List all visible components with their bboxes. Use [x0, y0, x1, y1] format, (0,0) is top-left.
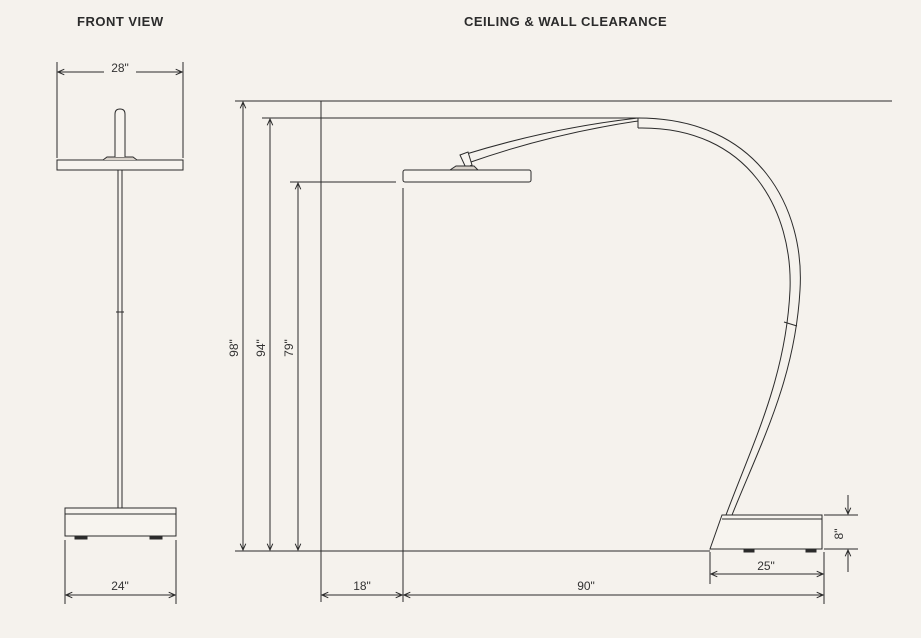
base-width-label: 24"	[111, 579, 129, 593]
base-depth-dim	[709, 552, 825, 604]
side-knuckle	[459, 151, 473, 169]
front-shade-hub	[102, 156, 138, 161]
arc-lamp	[402, 117, 823, 553]
front-shade	[56, 159, 184, 171]
side-base-foot-right	[805, 548, 817, 553]
front-base-foot-right	[149, 535, 163, 540]
front-knuckle	[114, 108, 126, 157]
shade-width-label: 28"	[111, 61, 129, 75]
front-base-top	[64, 507, 177, 515]
arc-inner	[637, 127, 791, 516]
base-height-label: 8"	[832, 529, 846, 540]
side-base-foot-left	[743, 548, 755, 553]
arm-lower	[462, 117, 639, 156]
arm-upper	[467, 120, 639, 164]
base-depth-label: 25"	[757, 559, 775, 573]
base-height-dim	[824, 495, 858, 572]
side-base	[709, 514, 823, 550]
front-view-lamp	[56, 108, 184, 540]
arc-outer	[637, 117, 801, 516]
front-base-width-dim	[64, 540, 177, 604]
arc-joint	[783, 321, 798, 327]
side-shade	[402, 169, 532, 183]
ceiling-height-label: 98"	[227, 339, 241, 357]
wall-clearance-label: 18"	[353, 579, 371, 593]
front-view-title: FRONT VIEW	[77, 14, 164, 29]
reach-label: 90"	[577, 579, 595, 593]
side-shade-hub	[448, 165, 480, 171]
clearance-title: CEILING & WALL CLEARANCE	[464, 14, 668, 29]
front-base-foot-left	[74, 535, 88, 540]
lamp-height-label: 94"	[254, 339, 268, 357]
shade-height-label: 79"	[282, 339, 296, 357]
front-base	[64, 513, 177, 537]
